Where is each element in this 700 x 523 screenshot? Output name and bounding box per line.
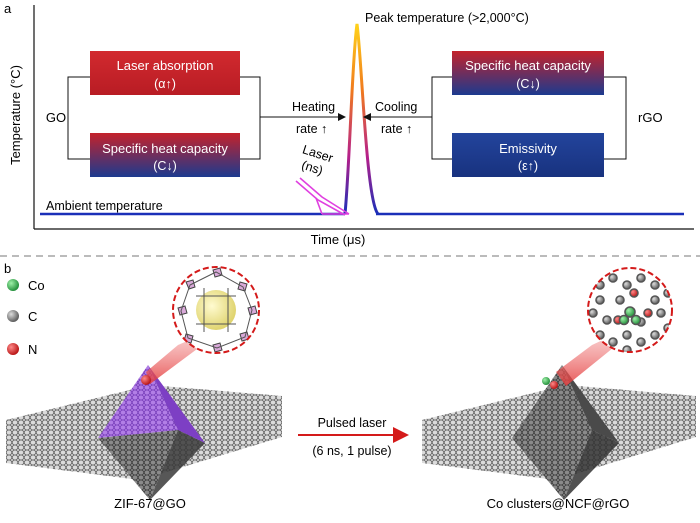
peak-curve — [343, 23, 380, 215]
legend-n: N — [28, 342, 37, 357]
heat-capacity-right-box — [452, 51, 604, 95]
co-cluster-zoom-circle — [587, 267, 673, 353]
heat-capacity-left-box — [90, 133, 240, 177]
cooling-label-line1: Cooling — [375, 100, 417, 114]
peak-temperature-label: Peak temperature (>2,000°C) — [365, 11, 529, 25]
legend-c: C — [28, 309, 37, 324]
left-bracket — [67, 76, 261, 160]
ncf-lower-pyramid — [512, 430, 592, 500]
zif67-go-caption: ZIF-67@GO — [114, 496, 186, 511]
laser-label-line2: (ns) — [300, 158, 325, 178]
c-atom-icon — [7, 310, 19, 322]
zif-lower-pyramid — [98, 430, 178, 500]
heating-label-line1: Heating — [292, 100, 335, 114]
ncf-upper-pyramid-face2 — [562, 365, 619, 443]
rgo-label: rGO — [638, 110, 663, 125]
emissivity-box — [452, 133, 604, 177]
zif67-zoom-circle — [172, 266, 260, 354]
panel-b-label: b — [4, 261, 11, 276]
heating-label-line2: rate ↑ — [296, 122, 327, 136]
laser-absorption-title: Laser absorption — [117, 58, 214, 73]
go-label: GO — [46, 110, 66, 125]
zif67-go-illustration — [6, 320, 282, 500]
right-bracket — [431, 76, 627, 160]
pulse-params-label: (6 ns, 1 pulse) — [312, 444, 391, 458]
emissivity-title: Emissivity — [499, 141, 557, 156]
cooling-label-line2: rate ↑ — [381, 122, 412, 136]
heat-capacity-right-sub: (C↓) — [516, 77, 540, 91]
legend: Co C N — [7, 278, 45, 357]
zif-upper-pyramid-face2 — [148, 365, 205, 443]
laser-absorption-sub: (α↑) — [154, 77, 176, 91]
ncf-upper-pyramid-face1 — [512, 365, 592, 438]
n-atom-icon — [7, 343, 19, 355]
laser-pulse-icon — [295, 177, 350, 216]
zif-upper-pyramid-face1 — [98, 365, 178, 438]
laser-absorption-box — [90, 51, 240, 95]
emissivity-sub: (ε↑) — [518, 159, 538, 173]
heat-capacity-left-sub: (C↓) — [153, 159, 177, 173]
co-atom-icon — [7, 279, 19, 291]
co-clusters-caption: Co clusters@NCF@rGO — [487, 496, 630, 511]
legend-co: Co — [28, 278, 45, 293]
pulsed-laser-label: Pulsed laser — [318, 416, 387, 430]
panel-a-label: a — [4, 1, 12, 16]
heat-capacity-right-title: Specific heat capacity — [465, 58, 591, 73]
co-clusters-illustration — [422, 318, 696, 500]
y-axis-label: Temperature (°C) — [8, 65, 23, 165]
heat-capacity-left-title: Specific heat capacity — [102, 141, 228, 156]
ambient-temperature-label: Ambient temperature — [46, 199, 163, 213]
x-axis-label: Time (μs) — [311, 232, 366, 247]
